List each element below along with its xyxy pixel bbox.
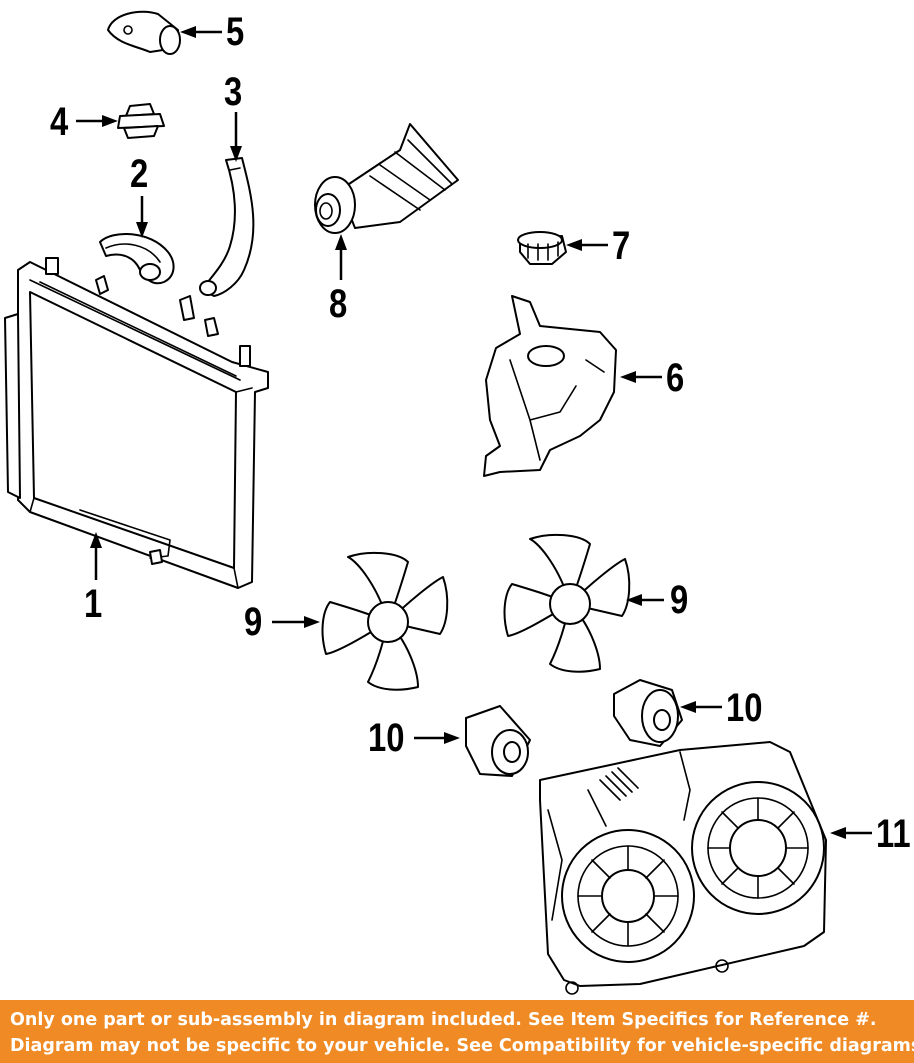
part-reservoir-cap [517,231,567,265]
callout-9-left: 9 [244,600,263,644]
part-bushing-right [613,679,683,747]
leader-arrows [76,26,872,839]
part-lower-hose [199,157,255,297]
part-fitting [117,103,165,139]
callout-7: 7 [612,224,631,268]
disclaimer-line-2: Diagram may not be specific to your vehi… [10,1036,914,1056]
part-fan-right [503,533,631,673]
callout-10-left: 10 [368,716,405,760]
callout-10-right: 10 [726,686,763,730]
callout-4: 4 [50,100,69,144]
cooling-system-parts-diagram [4,10,872,995]
callout-8: 8 [329,282,348,326]
disclaimer-line-1: Only one part or sub-assembly in diagram… [10,1010,877,1030]
callout-5: 5 [226,10,245,54]
disclaimer-banner: Only one part or sub-assembly in diagram… [0,1000,914,1063]
part-fan-left [321,551,449,691]
part-thermostat-housing [107,10,181,55]
callout-1: 1 [84,582,103,626]
part-upper-hose [99,233,175,285]
callout-6: 6 [666,356,685,400]
part-bushing-left [465,705,531,777]
part-radiator [4,257,269,589]
part-water-outlet [314,123,459,234]
callout-11: 11 [876,812,911,856]
callout-2: 2 [130,152,149,196]
part-fan-shroud [539,741,827,995]
part-coolant-reservoir [483,295,617,477]
callout-9-right: 9 [670,578,689,622]
callout-3: 3 [224,70,243,114]
